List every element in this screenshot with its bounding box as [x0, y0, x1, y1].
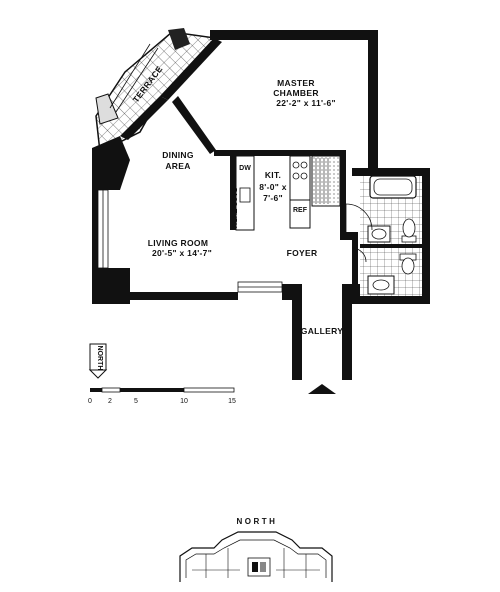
- dw-label: DW: [239, 165, 251, 172]
- doors: [345, 203, 373, 263]
- windows: [97, 189, 283, 293]
- scale-tick-1: 2: [108, 398, 112, 405]
- entrance: [308, 384, 336, 394]
- north-arrow: NORTH: [88, 343, 108, 379]
- gallery-label: GALLERY: [301, 326, 343, 336]
- kitchen: [235, 155, 341, 231]
- master-dims: 22'-2" x 11'-6": [276, 98, 336, 108]
- scale-tick-4: 15: [228, 398, 236, 405]
- key-plan: NORTH: [179, 517, 333, 582]
- kitchen-dims-1: 8'-0" x: [259, 182, 287, 192]
- scale-tick-0: 0: [88, 398, 92, 405]
- walls: [92, 30, 430, 380]
- north-arrow-label: NORTH: [96, 346, 103, 371]
- kitchen-dims-2: 7'-6": [263, 193, 283, 203]
- dining-label-2: AREA: [165, 161, 190, 171]
- pass-thru-label: PASS-THRU: [230, 188, 237, 228]
- living-dims: 20'-5" x 14'-7": [152, 248, 212, 258]
- scale-tick-3: 10: [180, 398, 188, 405]
- foyer-label: FOYER: [287, 248, 318, 258]
- kitchen-label: KIT.: [265, 170, 281, 180]
- master-label-2: CHAMBER: [273, 88, 319, 98]
- key-plan-north-label: NORTH: [237, 517, 278, 526]
- living-label: LIVING ROOM: [148, 238, 208, 248]
- master-label-1: MASTER: [277, 78, 315, 88]
- dining-label-1: DINING: [162, 150, 194, 160]
- scale-bar: 0 2 5 10 15: [88, 387, 236, 405]
- ref-label: REF: [293, 207, 308, 214]
- bathroom: [360, 175, 422, 296]
- scale-tick-2: 5: [134, 398, 138, 405]
